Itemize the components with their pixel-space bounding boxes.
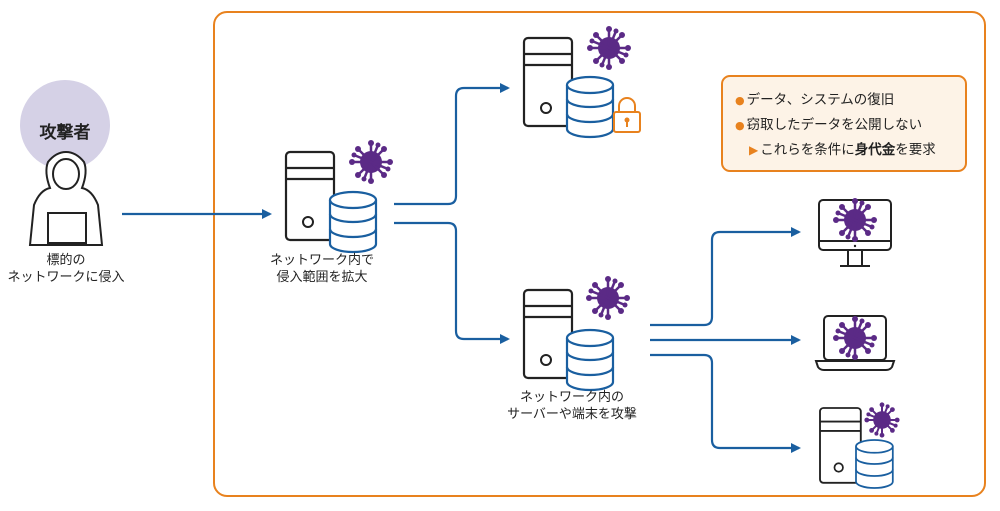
triangle-arrow-icon: ▶	[749, 143, 759, 157]
arrow-to-attacked-server	[394, 221, 510, 344]
virus-icon	[347, 138, 395, 186]
stage2-caption-line2: 侵入範囲を拡大	[276, 270, 368, 285]
demand-conclusion-suffix: を要求	[895, 142, 936, 158]
demand-item-nondisclosure: ●窃取したデータを公開しない	[735, 113, 965, 138]
stage3-caption-line2: サーバーや端末を攻撃	[507, 407, 637, 422]
stage3-caption: ネットワーク内の サーバーや端末を攻撃	[497, 389, 647, 423]
arrow-to-server	[650, 353, 801, 453]
server-stage2-icon	[284, 138, 395, 254]
encrypted-server-icon	[522, 24, 641, 139]
demand-item-restore: ●データ、システムの復旧	[735, 88, 965, 113]
ransom-demand-box: ●データ、システムの復旧 ●窃取したデータを公開しない ▶これらを条件に身代金を…	[721, 75, 967, 172]
bullet-icon: ●	[735, 94, 745, 107]
demand-item-restore-text: データ、システムの復旧	[746, 92, 895, 108]
network-boundary-frame	[213, 11, 986, 497]
attacker-caption-line1: 標的の	[46, 253, 86, 268]
arrow-to-encrypted-server	[394, 83, 510, 206]
attacker-title: 攻撃者	[39, 123, 91, 143]
demand-item-nondisclosure-text: 窃取したデータを公開しない	[746, 117, 923, 133]
attacker-caption: 標的の ネットワークに侵入	[0, 252, 132, 286]
attacker-caption-line2: ネットワークに侵入	[7, 270, 125, 285]
stage2-caption: ネットワーク内で 侵入範囲を拡大	[262, 252, 382, 286]
stage3-caption-line1: ネットワーク内の	[519, 390, 624, 405]
padlock-icon	[613, 97, 641, 133]
arrow-to-desktop	[650, 227, 801, 327]
demand-conclusion-prefix: これらを条件に	[760, 142, 855, 158]
bullet-icon: ●	[735, 119, 745, 132]
server-stage3-icon	[522, 274, 632, 392]
hooded-hacker-icon	[28, 150, 104, 246]
demand-conclusion: ▶これらを条件に身代金を要求	[735, 138, 965, 163]
server-endpoint-icon	[819, 401, 901, 489]
stage2-caption-line1: ネットワーク内で	[269, 253, 374, 268]
demand-conclusion-emphasis: 身代金	[854, 142, 896, 158]
